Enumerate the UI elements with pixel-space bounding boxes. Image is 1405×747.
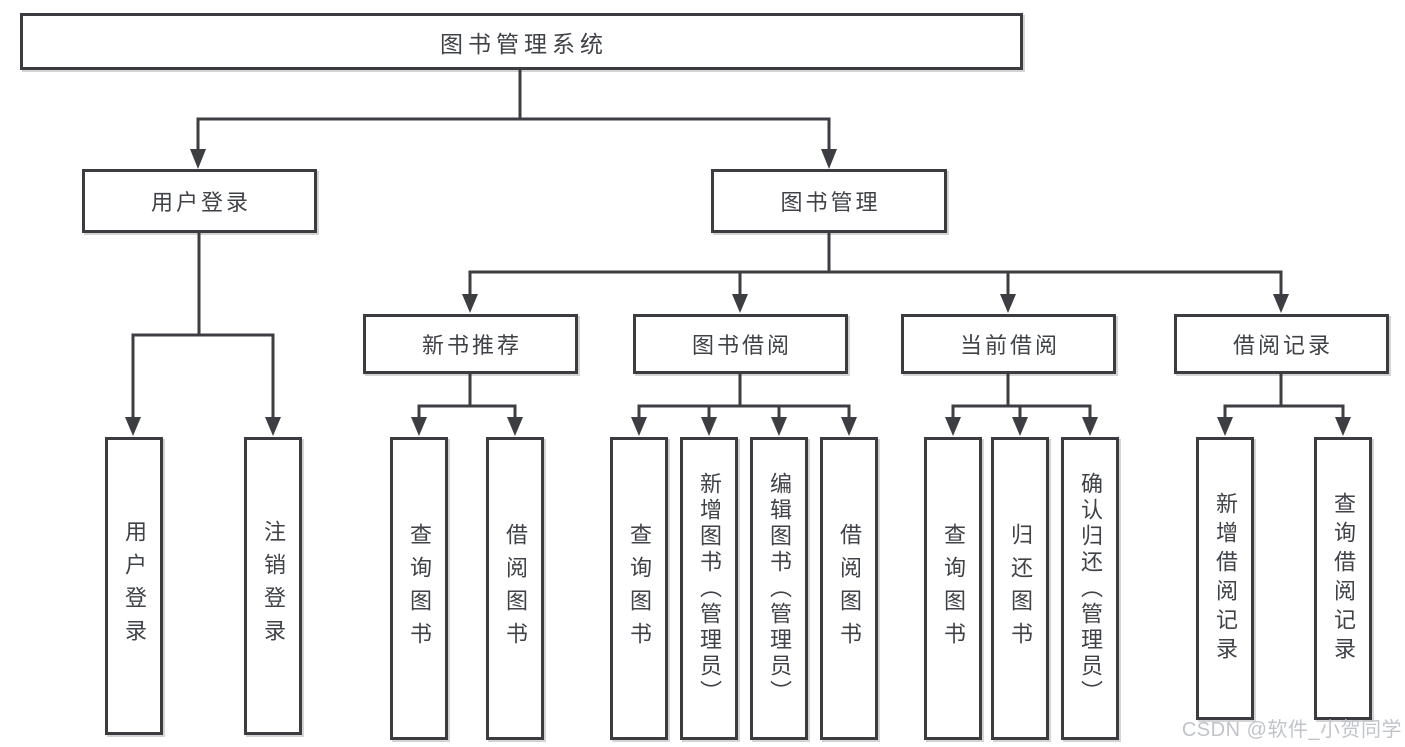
connector-current-borrowing-branch [951, 374, 1092, 418]
leaf-logout-label: 注销登录 [261, 520, 286, 652]
connector-user-login-branch [131, 233, 275, 418]
csdn-watermark: CSDN @软件_小贺同学 [1181, 719, 1402, 741]
node-current-borrowing: 当前借阅 [901, 314, 1116, 374]
leaf-bb-edit-books-admin: 编辑图书（管理员） [750, 437, 808, 740]
node-user-login: 用户登录 [82, 169, 317, 233]
leaf-bb-borrow-books-label: 借阅图书 [837, 522, 862, 655]
connector-root-to-level2 [196, 70, 831, 150]
leaf-bb-add-books-admin: 新增图书（管理员） [680, 437, 738, 740]
leaf-user-login: 用户登录 [105, 437, 163, 735]
arrowheads-user-login-children [125, 417, 281, 436]
node-new-book-recommendation: 新书推荐 [363, 314, 578, 374]
node-new-book-recommendation-label: 新书推荐 [421, 333, 522, 358]
connector-book-borrowing-branch [637, 374, 851, 418]
leaf-user-login-label: 用户登录 [122, 520, 147, 652]
leaf-logout: 注销登录 [244, 437, 302, 735]
node-root-label: 图书管理系统 [440, 30, 608, 57]
leaf-cb-query-books: 查询图书 [924, 437, 982, 740]
node-current-borrowing-label: 当前借阅 [959, 333, 1060, 358]
leaf-br-query-borrow-record: 查询借阅记录 [1314, 437, 1372, 720]
leaf-nbr-borrow-books-label: 借阅图书 [503, 522, 528, 655]
arrowheads-leaves [411, 417, 1351, 436]
leaf-br-query-borrow-record-label: 查询借阅记录 [1331, 491, 1356, 666]
node-borrowing-records: 借阅记录 [1174, 314, 1389, 374]
leaf-bb-query-books-label: 查询图书 [627, 522, 652, 655]
leaf-cb-confirm-return-admin-label: 确认归还（管理员） [1078, 471, 1103, 706]
node-book-borrowing-label: 图书借阅 [691, 333, 792, 358]
leaf-bb-edit-books-admin-label: 编辑图书（管理员） [767, 471, 792, 706]
node-user-login-label: 用户登录 [150, 190, 251, 215]
leaf-nbr-query-books: 查询图书 [390, 437, 448, 740]
leaf-nbr-query-books-label: 查询图书 [407, 522, 432, 655]
node-root-library-management-system: 图书管理系统 [20, 13, 1023, 70]
arrowheads-level3 [462, 294, 1289, 313]
leaf-bb-query-books: 查询图书 [610, 437, 668, 740]
leaf-br-add-borrow-record: 新增借阅记录 [1196, 437, 1254, 720]
node-book-management: 图书管理 [711, 169, 947, 233]
arrowheads-level2 [190, 149, 837, 169]
leaf-cb-confirm-return-admin: 确认归还（管理员） [1061, 437, 1119, 740]
connector-borrowing-records-branch [1223, 374, 1345, 418]
leaf-cb-query-books-label: 查询图书 [941, 522, 966, 655]
leaf-bb-borrow-books: 借阅图书 [820, 437, 878, 740]
leaf-bb-add-books-admin-label: 新增图书（管理员） [697, 471, 722, 706]
node-book-borrowing: 图书借阅 [633, 314, 848, 374]
leaf-nbr-borrow-books: 借阅图书 [486, 437, 544, 740]
leaf-cb-return-books-label: 归还图书 [1008, 522, 1033, 655]
node-borrowing-records-label: 借阅记录 [1232, 333, 1333, 358]
leaf-br-add-borrow-record-label: 新增借阅记录 [1213, 491, 1238, 666]
leaf-cb-return-books: 归还图书 [991, 437, 1049, 740]
connector-book-management-branch [468, 233, 1283, 295]
node-book-management-label: 图书管理 [780, 190, 881, 215]
connector-new-book-rec-branch [417, 374, 517, 418]
